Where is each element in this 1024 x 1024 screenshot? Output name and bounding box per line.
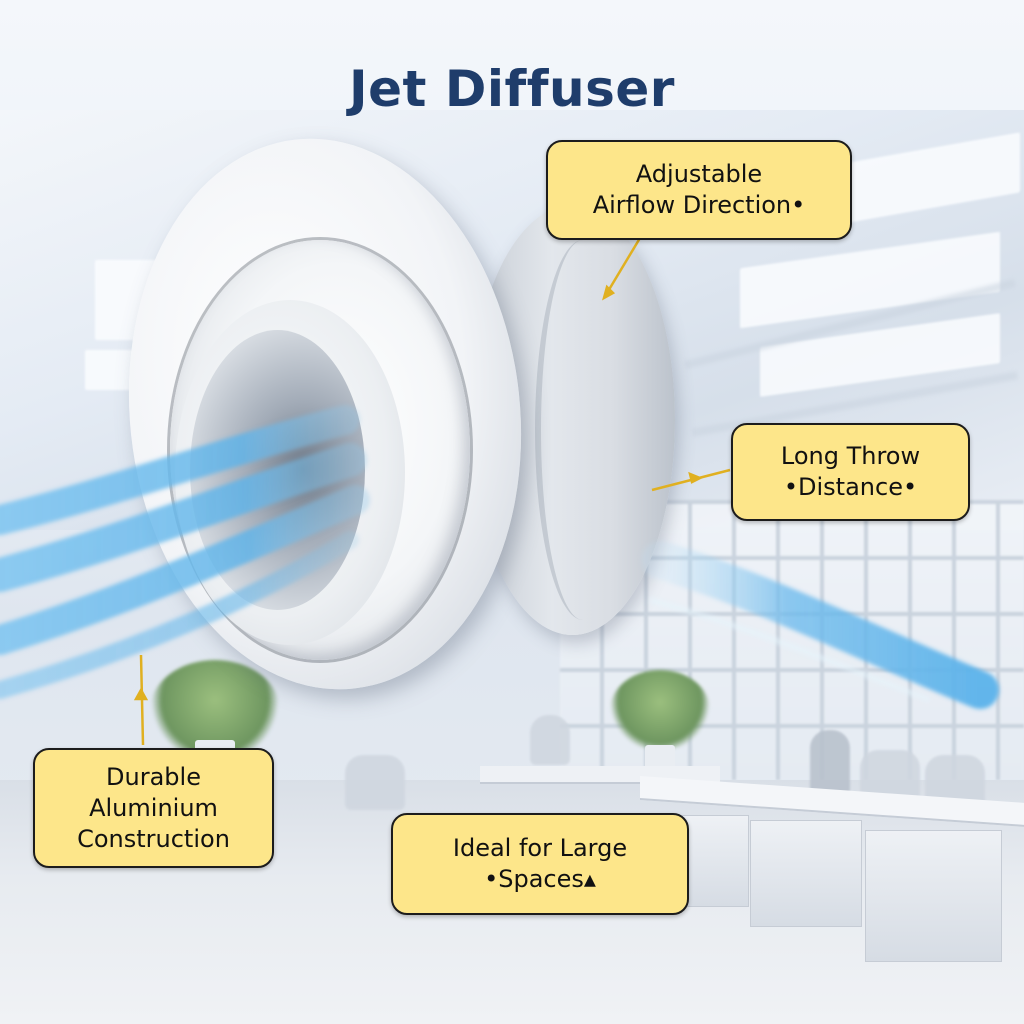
callout-line: •Spaces▴ <box>484 865 596 893</box>
page-title: Jet Diffuser <box>349 59 675 118</box>
callout-long-throw: Long Throw •Distance• <box>731 423 970 521</box>
callout-line: Airflow Direction• <box>592 191 806 219</box>
office-chair <box>345 755 405 810</box>
callout-line: Ideal for Large <box>452 834 628 862</box>
callout-line: •Distance• <box>783 473 918 501</box>
diffuser-nozzle-opening <box>190 330 365 610</box>
callout-line: Aluminium <box>89 793 218 822</box>
callout-durable-aluminium: Durable Aluminium Construction <box>33 748 274 868</box>
desk-cabinet <box>682 815 749 907</box>
callout-line: Long Throw <box>780 442 921 470</box>
callout-line: Adjustable <box>635 160 763 188</box>
desk-cabinet <box>865 830 1002 962</box>
office-chair <box>810 730 850 795</box>
callout-line: Construction <box>77 824 230 853</box>
office-plant <box>610 670 710 750</box>
diffuser-collar-groove <box>535 240 631 620</box>
callout-line: Durable <box>106 762 201 791</box>
callout-large-spaces: Ideal for Large •Spaces▴ <box>391 813 689 915</box>
desk-cabinet <box>750 820 862 927</box>
office-chair <box>530 715 570 765</box>
callout-adjustable-airflow: Adjustable Airflow Direction• <box>546 140 852 240</box>
